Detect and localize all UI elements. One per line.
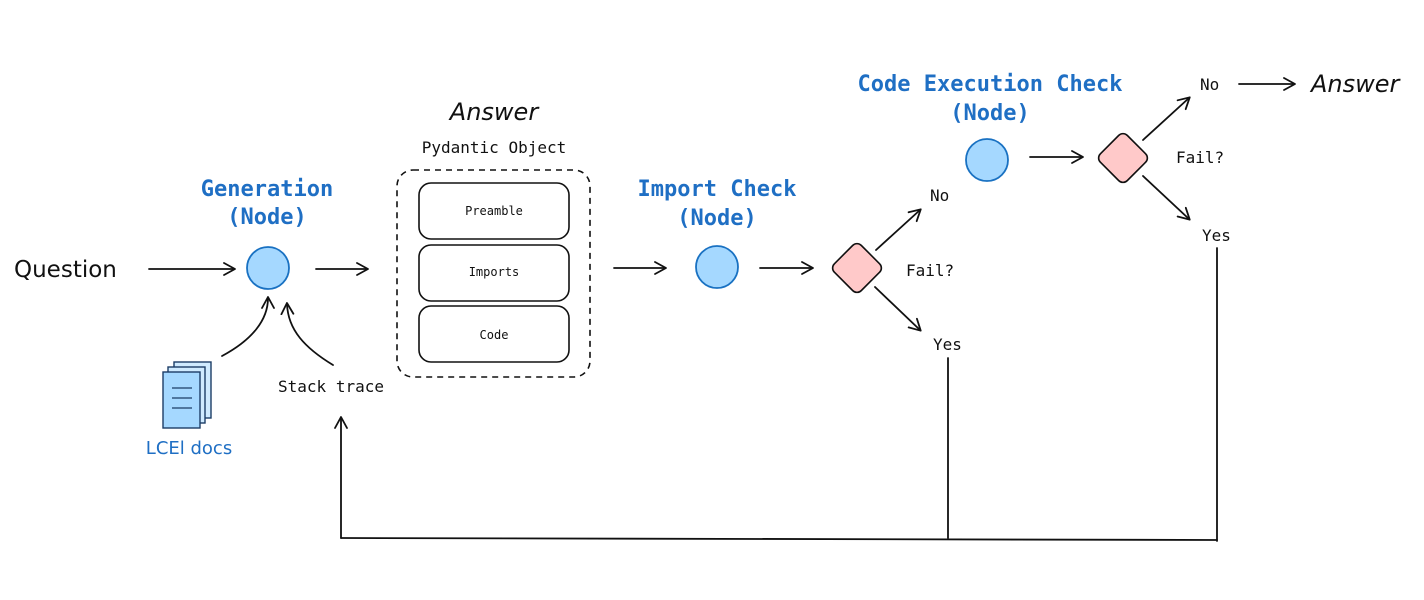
execution-decision-label: Fail? [1176, 148, 1224, 167]
import-no-label: No [930, 186, 949, 205]
arrow-execution-decision-no [1142, 96, 1191, 141]
execution-decision-diamond[interactable] [1096, 131, 1150, 185]
arrow-execution-decision-yes [1142, 175, 1191, 221]
documents-icon [162, 361, 212, 429]
final-answer-label: Answer [1309, 70, 1402, 98]
answer-object-container [396, 169, 591, 378]
field-preamble-label: Preamble [465, 204, 523, 218]
import-check-title: Import Check [638, 177, 797, 202]
answer-object-subtitle: Pydantic Object [422, 138, 567, 157]
import-check-node[interactable] [695, 245, 739, 289]
arrow-stacktrace-to-generation [280, 302, 334, 366]
code-execution-title: Code Execution Check [858, 72, 1123, 97]
import-yes-label: Yes [933, 335, 962, 354]
import-decision-diamond[interactable] [830, 241, 884, 295]
generation-subtitle: (Node) [227, 205, 306, 230]
generation-title: Generation [201, 177, 333, 202]
code-execution-subtitle: (Node) [950, 101, 1029, 126]
field-code-box[interactable] [418, 305, 570, 363]
import-check-subtitle: (Node) [677, 206, 756, 231]
field-imports-label: Imports [469, 265, 520, 279]
field-code-label: Code [480, 328, 509, 342]
feedback-line-bottom [340, 537, 1218, 541]
code-execution-node[interactable] [965, 138, 1009, 182]
docs-label: LCEl docs [146, 438, 232, 459]
question-label: Question [14, 257, 117, 283]
field-preamble-box[interactable] [418, 182, 570, 240]
arrow-docs-to-generation [221, 296, 275, 357]
arrow-import-decision-yes [874, 286, 922, 332]
execution-yes-label: Yes [1202, 226, 1231, 245]
execution-no-label: No [1200, 75, 1219, 94]
arrow-import-decision-no [875, 208, 922, 251]
import-decision-label: Fail? [906, 261, 954, 280]
generation-node[interactable] [246, 246, 290, 290]
stack-trace-label: Stack trace [278, 377, 384, 396]
answer-object-title: Answer [448, 98, 541, 126]
field-imports-box[interactable] [418, 244, 570, 302]
